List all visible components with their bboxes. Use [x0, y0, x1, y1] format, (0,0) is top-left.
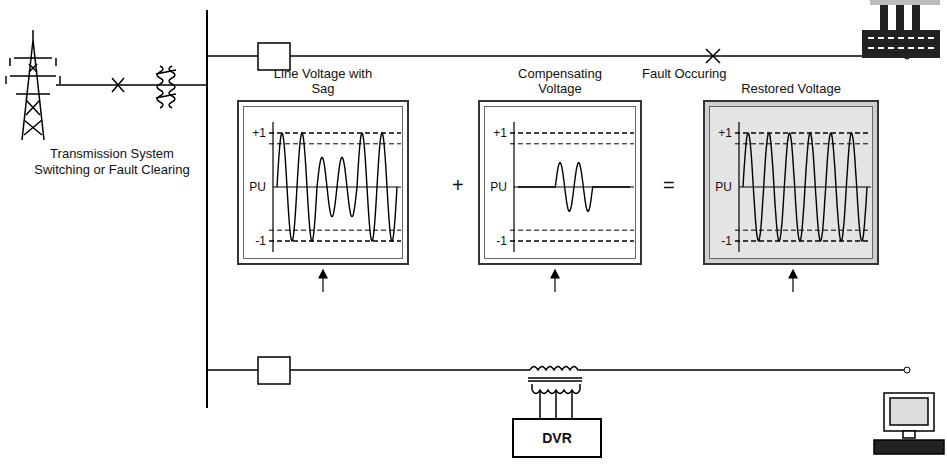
- axis-label: +1: [717, 126, 733, 140]
- reference-line: [735, 230, 871, 231]
- breaker: [258, 43, 290, 70]
- axis-label: -1: [495, 234, 508, 248]
- panel-heading: Restored Voltage: [741, 81, 841, 96]
- reference-line: [735, 143, 871, 144]
- operator-sign: =: [663, 174, 675, 197]
- dvr-box: DVR: [512, 418, 602, 458]
- feeder-line: [207, 369, 905, 371]
- axis-label: -1: [254, 234, 267, 248]
- panel-heading: Line Voltage with Sag: [263, 66, 383, 96]
- voltage-waveform: [743, 133, 867, 241]
- switch-mark: [112, 78, 124, 92]
- reference-line: [735, 240, 871, 242]
- axis-label: PU: [714, 180, 733, 194]
- axis-label: PU: [489, 180, 508, 194]
- box-label: DVR: [542, 430, 572, 446]
- reference-line: [510, 132, 634, 134]
- fault-mark: [706, 49, 720, 63]
- axis-label: +1: [251, 126, 267, 140]
- line: [56, 84, 207, 86]
- axis-label: PU: [248, 180, 267, 194]
- waveform-panel: Line Voltage with Sag+1PU-1: [237, 100, 409, 265]
- reference-line: [510, 240, 634, 242]
- reference-line: [269, 230, 401, 231]
- computer-icon: [874, 393, 944, 454]
- bus-bar: [206, 10, 208, 408]
- transformer-symbol: [156, 66, 176, 108]
- waveform-panel: Restored Voltage+1PU-1: [703, 100, 879, 265]
- factory-icon: [862, 0, 940, 58]
- axis-label: +1: [492, 126, 508, 140]
- voltage-waveform: [518, 163, 630, 212]
- annotation: Fault Occuring: [640, 66, 729, 82]
- reference-line: [269, 143, 401, 144]
- pointer-arrow: [319, 270, 797, 292]
- voltage-waveform: [277, 133, 397, 241]
- feeder-line: [207, 55, 905, 57]
- reference-line: [510, 230, 634, 231]
- reference-line: [510, 143, 634, 144]
- waveform-panel: Compensating Voltage+1PU-1: [478, 100, 642, 265]
- breaker: [258, 357, 290, 384]
- reference-line: [269, 240, 401, 242]
- axis-label: -1: [720, 234, 733, 248]
- panel-heading: Compensating Voltage: [500, 66, 620, 96]
- transmission-tower: [6, 30, 60, 140]
- series-transformer: [528, 367, 582, 419]
- annotation: Transmission System Switching or Fault C…: [30, 146, 194, 178]
- terminal: [904, 367, 910, 373]
- operator-sign: +: [452, 174, 464, 197]
